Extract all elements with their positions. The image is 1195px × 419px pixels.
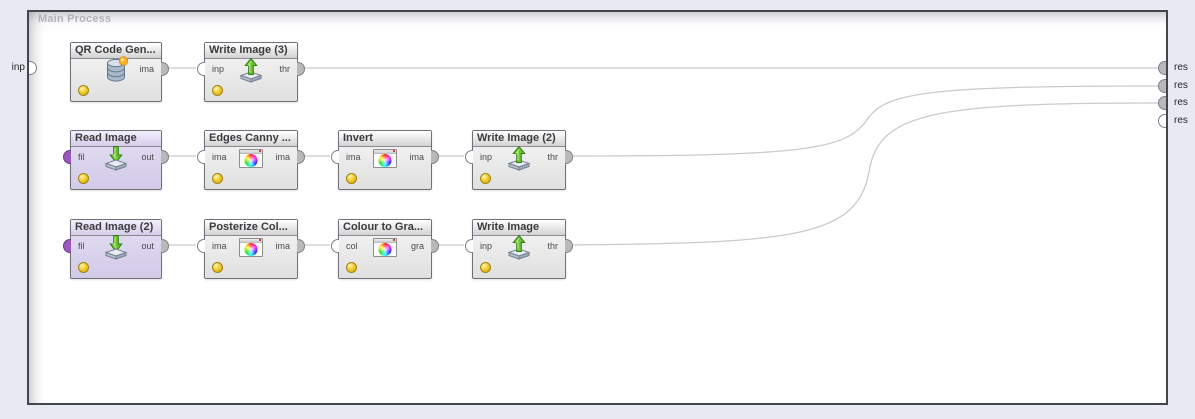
main-process-label: Main Process bbox=[38, 13, 112, 25]
port-label-out: out bbox=[141, 152, 154, 162]
operator-write-image-3[interactable]: Write Image (3) inp thr bbox=[197, 42, 305, 102]
process-result-port-1[interactable] bbox=[1158, 61, 1166, 75]
port-label-thr: thr bbox=[547, 152, 558, 162]
status-light bbox=[480, 173, 491, 184]
color-wheel-icon bbox=[373, 149, 397, 168]
status-light bbox=[346, 173, 357, 184]
input-port-fil[interactable] bbox=[63, 150, 71, 164]
input-port-fil[interactable] bbox=[63, 239, 71, 253]
input-port-col[interactable] bbox=[331, 239, 339, 253]
operator-title: Edges Canny ... bbox=[205, 131, 297, 147]
input-port-inp[interactable] bbox=[197, 62, 205, 76]
port-label-gra: gra bbox=[410, 241, 424, 251]
process-result-port-2[interactable] bbox=[1158, 79, 1166, 93]
status-light bbox=[78, 262, 89, 273]
write-image-icon bbox=[506, 232, 532, 266]
process-input-port-label: inp bbox=[11, 62, 25, 73]
operator-write-image[interactable]: Write Image inp thr bbox=[465, 219, 573, 279]
operator-read-image-2[interactable]: Read Image (2) fil out bbox=[63, 219, 169, 279]
operator-qr-code-gen[interactable]: QR Code Gen... ima bbox=[70, 42, 169, 102]
color-wheel-icon bbox=[239, 238, 263, 257]
input-port-ima[interactable] bbox=[197, 150, 205, 164]
status-light bbox=[212, 173, 223, 184]
color-wheel-icon bbox=[239, 149, 263, 168]
input-port-inp[interactable] bbox=[465, 150, 473, 164]
input-port-ima[interactable] bbox=[197, 239, 205, 253]
operator-posterize-colours[interactable]: Posterize Col... ima ima bbox=[197, 219, 305, 279]
port-label-inp: inp bbox=[212, 64, 225, 74]
port-label-thr: thr bbox=[547, 241, 558, 251]
process-result-port-1-label: res bbox=[1174, 62, 1188, 73]
input-port-inp[interactable] bbox=[465, 239, 473, 253]
operator-title: Invert bbox=[339, 131, 431, 147]
operator-colour-to-grayscale[interactable]: Colour to Gra... col gra bbox=[331, 219, 439, 279]
status-light bbox=[78, 85, 89, 96]
port-label-fil: fil bbox=[78, 241, 85, 251]
port-label-col: col bbox=[346, 241, 358, 251]
operator-title: Write Image (2) bbox=[473, 131, 565, 147]
operator-title: Colour to Gra... bbox=[339, 220, 431, 236]
port-label-ima: ima bbox=[212, 152, 227, 162]
read-image-icon bbox=[103, 232, 129, 266]
status-light bbox=[480, 262, 491, 273]
port-label-ima: ima bbox=[139, 64, 154, 74]
operator-title: Read Image bbox=[71, 131, 161, 147]
operator-read-image[interactable]: Read Image fil out bbox=[63, 130, 169, 190]
port-label-fil: fil bbox=[78, 152, 85, 162]
operator-title: Write Image bbox=[473, 220, 565, 236]
operator-title: QR Code Gen... bbox=[71, 43, 161, 59]
operator-title: Posterize Col... bbox=[205, 220, 297, 236]
input-port-ima[interactable] bbox=[331, 150, 339, 164]
operator-write-image-2[interactable]: Write Image (2) inp thr bbox=[465, 130, 573, 190]
process-result-port-3[interactable] bbox=[1158, 96, 1166, 110]
port-label-inp: inp bbox=[480, 241, 493, 251]
database-icon bbox=[103, 55, 129, 90]
read-image-icon bbox=[103, 143, 129, 177]
process-result-port-4[interactable] bbox=[1158, 114, 1166, 128]
operator-edges-canny[interactable]: Edges Canny ... ima ima bbox=[197, 130, 305, 190]
port-label-ima: ima bbox=[275, 152, 290, 162]
write-image-icon bbox=[238, 55, 264, 89]
port-label-ima: ima bbox=[275, 241, 290, 251]
status-light bbox=[346, 262, 357, 273]
process-result-port-2-label: res bbox=[1174, 80, 1188, 91]
port-label-ima: ima bbox=[212, 241, 227, 251]
status-light bbox=[212, 262, 223, 273]
operator-invert[interactable]: Invert ima ima bbox=[331, 130, 439, 190]
port-label-thr: thr bbox=[279, 64, 290, 74]
status-light bbox=[78, 173, 89, 184]
port-label-ima: ima bbox=[409, 152, 424, 162]
process-result-port-3-label: res bbox=[1174, 97, 1188, 108]
status-light bbox=[212, 85, 223, 96]
port-label-ima: ima bbox=[346, 152, 361, 162]
process-result-port-4-label: res bbox=[1174, 115, 1188, 126]
operator-title: Write Image (3) bbox=[205, 43, 297, 59]
port-label-out: out bbox=[141, 241, 154, 251]
color-wheel-icon bbox=[373, 238, 397, 257]
write-image-icon bbox=[506, 143, 532, 177]
port-label-inp: inp bbox=[480, 152, 493, 162]
